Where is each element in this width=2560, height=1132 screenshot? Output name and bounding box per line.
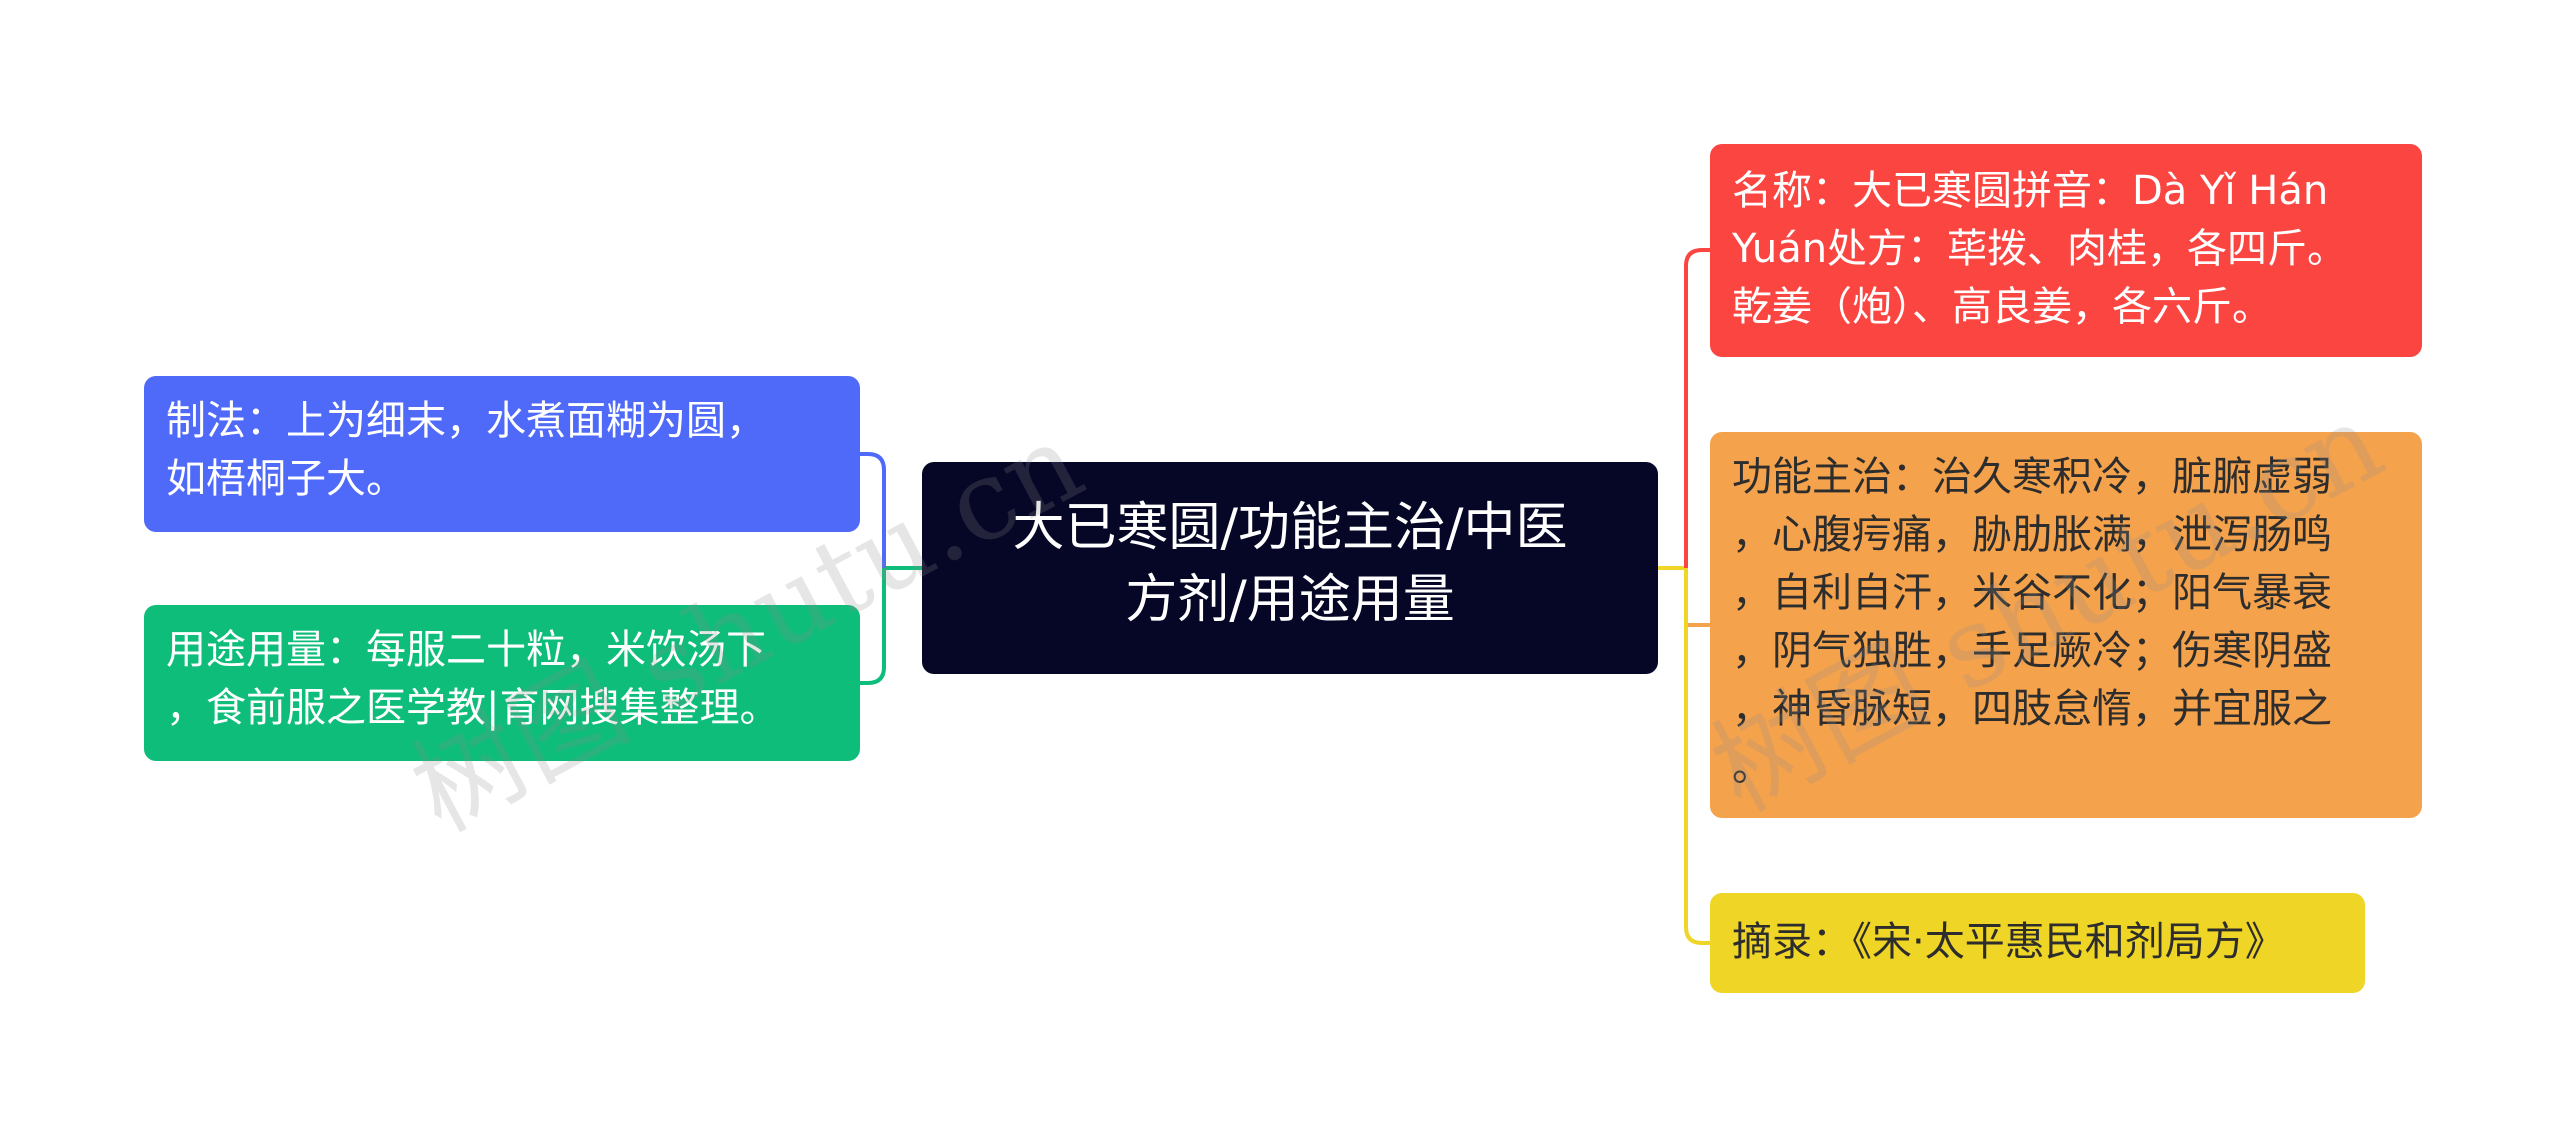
connector-to-right-1 (1684, 248, 1710, 568)
topic-indications[interactable]: 功能主治：治久寒积冷，脏腑虚弱 ，心腹疞痛，胁肋胀满，泄泻肠鸣 ，自利自汗，米谷… (1710, 432, 2422, 818)
topic-line: Yuán处方：荜拨、肉桂，各四斤。 (1732, 226, 2348, 272)
topic-line: 功能主治：治久寒积冷，脏腑虚弱 (1732, 454, 2332, 500)
topic-preparation-method[interactable]: 制法：上为细末，水煮面糊为圆， 如梧桐子大。 (144, 376, 860, 532)
connector-to-left-1 (860, 452, 886, 568)
topic-line: ，心腹疞痛，胁肋胀满，泄泻肠鸣 (1732, 512, 2332, 558)
topic-line: 乾姜（炮）、高良姜，各六斤。 (1732, 284, 2272, 330)
connector-to-right-3 (1684, 568, 1710, 945)
topic-usage-dosage[interactable]: 用途用量：每服二十粒，米饮汤下 ，食前服之医学教|育网搜集整理。 (144, 605, 860, 761)
center-topic-line: 大已寒圆/功能主治/中医 (1012, 498, 1568, 558)
topic-line: 用途用量：每服二十粒，米饮汤下 (166, 627, 766, 673)
topic-line: 制法：上为细末，水煮面糊为圆， (166, 398, 766, 444)
connector-to-right-2 (1684, 568, 1710, 627)
topic-line: ，食前服之医学教|育网搜集整理。 (166, 685, 780, 731)
topic-line: ，自利自汗，米谷不化；阳气暴衰 (1732, 570, 2332, 616)
topic-line: 摘录：《宋·太平惠民和剂局方》 (1732, 919, 2285, 965)
topic-line: 如梧桐子大。 (166, 456, 406, 502)
topic-line: 名称：大已寒圆拼音：Dà Yǐ Hán (1732, 168, 2329, 214)
topic-line: 。 (1732, 744, 1772, 790)
topic-name-prescription[interactable]: 名称：大已寒圆拼音：Dà Yǐ Hán Yuán处方：荜拨、肉桂，各四斤。 乾姜… (1710, 144, 2422, 357)
topic-line: ，神昏脉短，四肢怠惰，并宜服之 (1732, 686, 2332, 732)
center-topic[interactable]: 大已寒圆/功能主治/中医 方剂/用途用量 (922, 462, 1658, 674)
connector-to-left-2 (860, 568, 886, 685)
topic-line: ，阴气独胜，手足厥冷；伤寒阴盛 (1732, 628, 2332, 674)
topic-source-excerpt[interactable]: 摘录：《宋·太平惠民和剂局方》 (1710, 893, 2365, 993)
center-topic-line: 方剂/用途用量 (1125, 570, 1455, 630)
